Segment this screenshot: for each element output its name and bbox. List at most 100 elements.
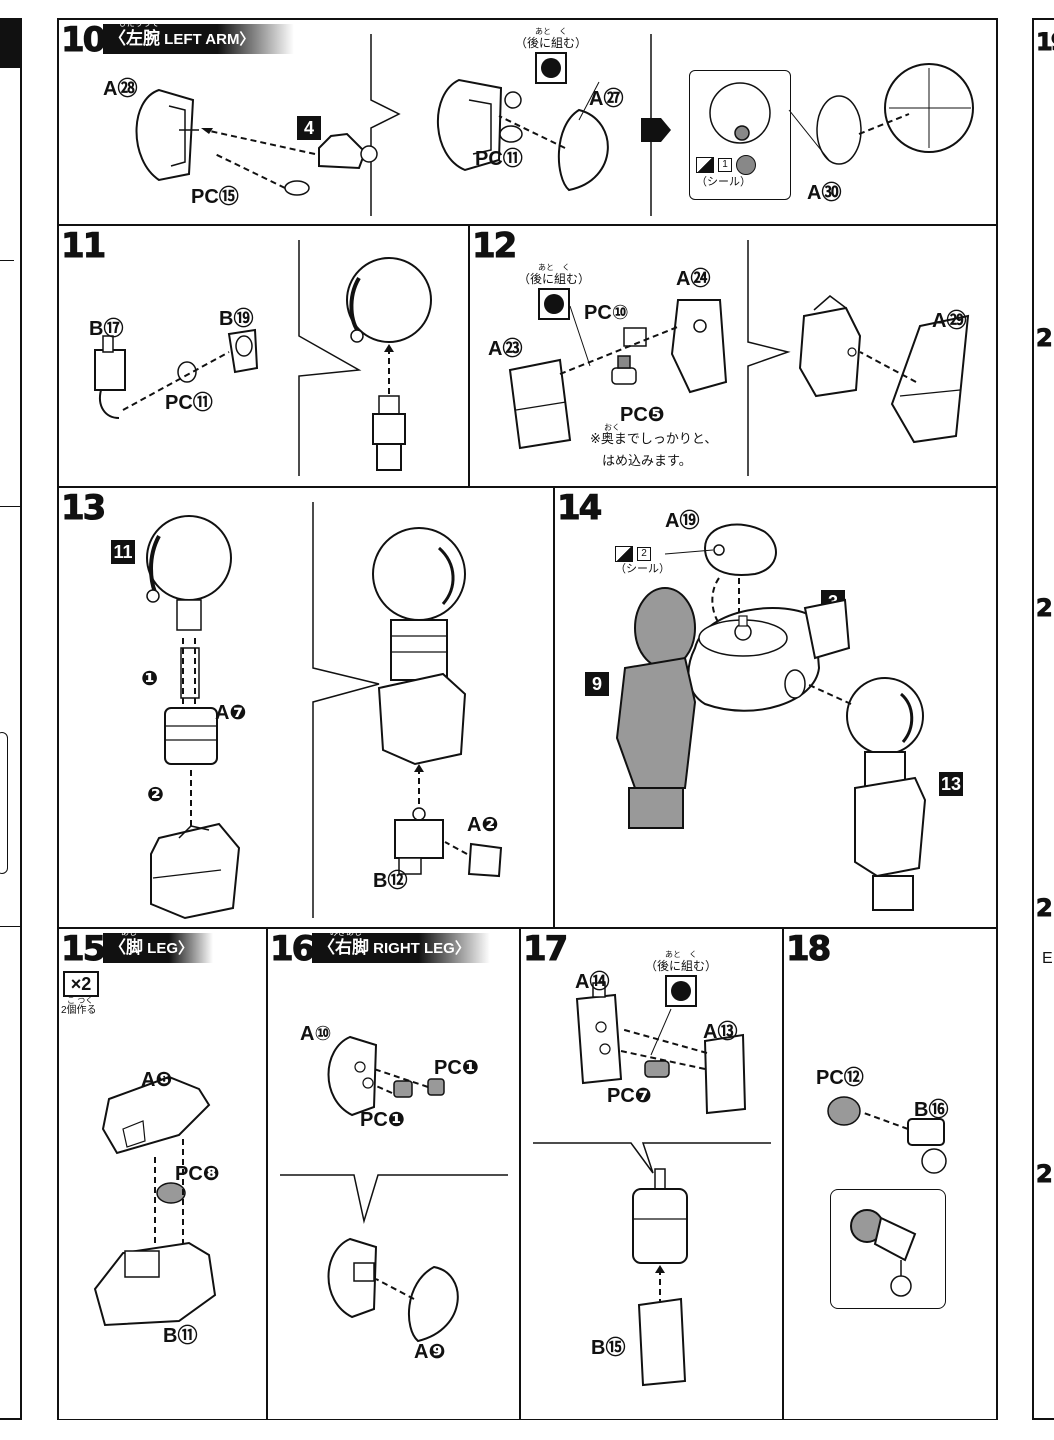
circle-sticker-icon <box>665 975 697 1007</box>
step-title: 〈右脚 RIGHT LEG〉 <box>312 933 490 963</box>
part-label: PC❺ <box>620 404 665 426</box>
step-number: 14 <box>556 488 602 528</box>
part-label: B⑮ <box>591 1337 626 1359</box>
joint-parts-drawing <box>94 328 259 419</box>
title-jp: 〈右脚 <box>318 938 369 957</box>
arm-stack-drawing <box>146 515 241 920</box>
assemble-later-badge: あと く （後に組む） <box>515 28 587 84</box>
title-ruby: ひだりうで <box>119 19 159 28</box>
panel-divider <box>298 240 362 476</box>
step-17-panel: 17 あと く （後に組む） A⑭ A⑬ PC❼ B⑮ <box>520 928 783 1420</box>
panel-divider <box>280 1174 508 1224</box>
step-number: 12 <box>471 226 517 266</box>
step-15-panel: 15 〈脚 LEG〉 あし ×2 こ つく 2個作る A❽ PC❽ B⑪ <box>58 928 267 1420</box>
part-label: A㉓ <box>488 338 523 360</box>
step-title: 〈脚 LEG〉 <box>103 933 214 963</box>
part-label: A㉙ <box>932 310 967 332</box>
assembly-order-2: ❷ <box>147 784 164 806</box>
part-label: PC⑮ <box>191 186 239 208</box>
part-label: A㉔ <box>676 268 711 290</box>
step-number: 15 <box>60 929 106 969</box>
part-label: A㉘ <box>103 78 138 100</box>
arm-joint-drawing <box>346 257 432 471</box>
subassembly-ref: 11 <box>111 540 135 564</box>
step-12-panel: 12 あと く （後に組む） PC⑩ A㉔ A㉓ PC❺ おく ※奥までしっかり… <box>469 225 997 487</box>
foot-joint-drawing <box>827 1096 947 1174</box>
part-label: PC⑫ <box>816 1067 864 1089</box>
part-label: A❷ <box>467 814 499 836</box>
later-text: （後に組む） <box>515 36 588 50</box>
sphere-drawing <box>788 63 974 165</box>
left-fragment-rule <box>0 260 14 261</box>
right-step-number: 2 <box>1036 594 1054 623</box>
sticker-application-box: 1 （シール） <box>689 70 791 200</box>
subassembly-ref: 4 <box>297 116 321 140</box>
right-step-number: 2 <box>1036 894 1054 923</box>
right-step-number: 2 <box>1036 324 1054 353</box>
part-label: PC⑪ <box>165 392 213 414</box>
circle-sticker-drawing <box>709 82 771 144</box>
leg-shell-drawing <box>508 299 728 450</box>
part-label: PC⑩ <box>584 302 629 324</box>
assemble-later-badge: あと く （後に組む） <box>645 951 717 1007</box>
sticker-icon <box>615 546 633 562</box>
later-text: （後に組む） <box>518 272 591 286</box>
detail-inset-box <box>830 1189 946 1309</box>
subassembly-ref: 9 <box>585 672 609 696</box>
part-label: PC❶ <box>360 1109 405 1131</box>
part-label: B⑪ <box>163 1325 198 1347</box>
right-step-number: 19 <box>1035 28 1054 57</box>
assembly-note: はめ込みます。 <box>602 453 692 468</box>
foot-joint-detail-drawing <box>850 1209 917 1297</box>
assembly-order-1: ❶ <box>141 668 158 690</box>
sticker-circle-icon <box>736 155 756 175</box>
right-step-number: 2 <box>1036 1160 1054 1189</box>
step-18-panel: 18 PC⑫ B⑯ <box>783 928 997 1420</box>
note-ruby: おく <box>604 423 620 432</box>
part-label: A㉗ <box>589 88 624 110</box>
step-number: 13 <box>60 488 106 528</box>
step-number: 10 <box>60 20 106 60</box>
step-14-panel: 14 A⑲ 2 （シール） 3 9 13 <box>554 487 997 928</box>
part-label: A㉚ <box>807 182 842 204</box>
step-10-panel: 10 〈左腕 LEFT ARM〉 ひだりうで A㉘ 4 PC⑮ あと く （後に… <box>58 19 997 225</box>
part-label: PC⑪ <box>475 148 523 170</box>
arm-shell-assembly-drawing <box>437 78 609 192</box>
leg-joint-drawing <box>372 527 503 878</box>
part-label: A❼ <box>215 702 247 724</box>
title-en: LEG〉 <box>147 940 194 957</box>
title-en: RIGHT LEG〉 <box>373 940 470 957</box>
make-two-caption: 2個作る <box>61 1005 97 1016</box>
leg-assembly-drawing <box>798 295 970 444</box>
x2-ruby: こ つく <box>67 996 94 1005</box>
title-jp: 〈脚 <box>109 938 143 957</box>
step-16-panel: 16 〈右脚 RIGHT LEG〉 みぎあし A⑩ PC❶ PC❶ A❾ <box>267 928 520 1420</box>
thigh-parts-drawing <box>575 982 747 1115</box>
part-label: B⑯ <box>914 1099 949 1121</box>
part-label: A❾ <box>414 1341 446 1363</box>
thigh-assembly-drawing <box>632 1168 688 1387</box>
step-number: 11 <box>60 226 106 266</box>
later-ruby: あと く <box>665 950 697 959</box>
part-label: A⑬ <box>703 1021 738 1043</box>
part-label: A⑩ <box>300 1023 332 1045</box>
assemble-later-badge: あと く （後に組む） <box>518 264 590 320</box>
part-label: A❽ <box>141 1069 173 1091</box>
sticker-legend: 1 （シール） <box>696 155 756 189</box>
right-part-letter: E <box>1042 950 1053 967</box>
title-ruby: みぎあし <box>330 928 362 937</box>
step-title: 〈左腕 LEFT ARM〉 <box>103 24 295 54</box>
part-label: B⑰ <box>89 318 124 340</box>
step-11-panel: 11 B⑰ B⑲ PC⑪ <box>58 225 469 487</box>
body-assembly-drawing <box>615 523 927 911</box>
sticker-caption: （シール） <box>615 563 670 575</box>
later-ruby: あと く <box>538 263 570 272</box>
part-label: PC❶ <box>434 1057 479 1079</box>
step-number: 18 <box>785 929 831 969</box>
circle-sticker-icon <box>538 288 570 320</box>
part-label: PC❽ <box>175 1163 220 1185</box>
left-fragment-rule <box>0 506 20 507</box>
sticker-icon <box>696 157 714 173</box>
arrow-right-icon <box>641 118 671 142</box>
step-number: 16 <box>269 929 315 969</box>
